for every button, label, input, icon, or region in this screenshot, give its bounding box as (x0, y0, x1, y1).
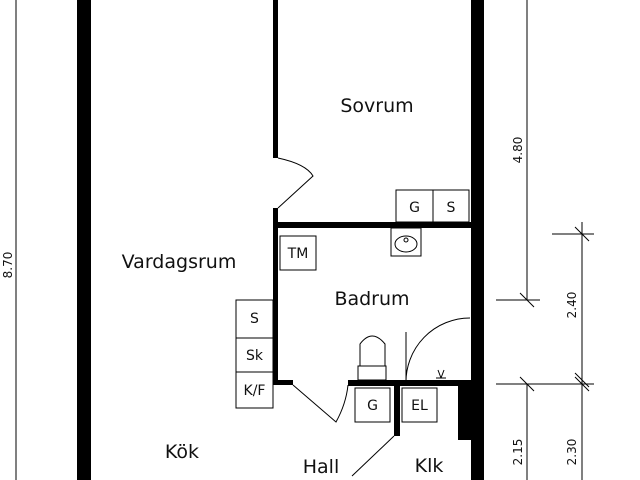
room-label-hall: Hall (303, 456, 340, 478)
west-outer-wall (77, 0, 91, 480)
kitchen-kf-label: K/F (244, 383, 266, 399)
dim-label-total: 8.70 (1, 252, 15, 279)
el-label: EL (411, 398, 428, 414)
east-pillar (458, 384, 471, 440)
room-labels: Sovrum Vardagsrum Badrum Kök Hall Klk (122, 95, 444, 478)
bedroom-west-wall (273, 0, 278, 158)
hall-door-swing (292, 384, 349, 423)
bedroom-south-wall (273, 222, 471, 228)
bathroom-south-wall-left (273, 380, 293, 385)
dim-tick-bath-top (574, 226, 590, 242)
dimension-lines: 8.70 4.80 2.40 2.15 2.30 (1, 0, 594, 480)
shower-head (436, 369, 446, 379)
sink-drain (403, 237, 409, 243)
wardrobe-g-top-label: G (409, 200, 420, 216)
kitchen-kf-box (235, 371, 274, 409)
hall-g-box (354, 387, 391, 423)
room-label-bedroom: Sovrum (340, 95, 413, 117)
toilet-bowl (359, 335, 386, 366)
room-label-kitchen: Kök (165, 441, 199, 463)
toilet-tank (357, 365, 387, 381)
kitchen-sk-box (235, 337, 274, 373)
wardrobe-s-top (432, 189, 470, 223)
el-box (401, 387, 438, 423)
dim-label-bedroom: 4.80 (511, 137, 525, 164)
tm-label: TM (287, 246, 309, 262)
closet-door-swing (351, 435, 395, 477)
dim-label-bath: 2.40 (565, 292, 579, 319)
hall-g-label: G (367, 398, 378, 414)
wardrobe-s-top-label: S (447, 200, 456, 216)
bathroom-door-swing (405, 317, 471, 385)
tm-box (279, 235, 317, 271)
sink-basin (394, 235, 418, 253)
bedroom-west-wall-lower (273, 208, 278, 228)
room-label-closet: Klk (415, 455, 444, 477)
room-label-bathroom: Badrum (334, 288, 409, 310)
walls (77, 0, 484, 480)
closet-west-wall (394, 380, 400, 436)
dim-label-hall: 2.15 (511, 439, 525, 466)
bedroom-door-swing (277, 157, 314, 209)
wardrobe-g-top (395, 189, 434, 223)
bathroom-west-wall (273, 228, 278, 384)
dim-label-hall-outer: 2.30 (565, 439, 579, 466)
east-outer-wall (471, 0, 484, 480)
doors (277, 157, 471, 477)
room-label-living-room: Vardagsrum (122, 251, 237, 273)
bathroom-south-wall-right (348, 380, 471, 386)
dim-tick-hall-c (574, 372, 590, 388)
kitchen-s-label: S (250, 311, 259, 327)
fixtures: G S TM S Sk K/F G EL (235, 189, 470, 423)
kitchen-sk-label: Sk (246, 348, 264, 364)
